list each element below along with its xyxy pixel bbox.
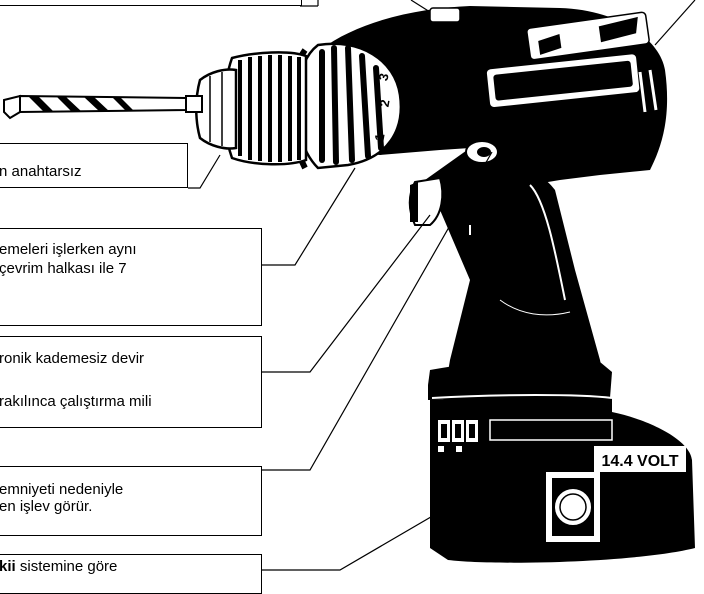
callout-torque-line-1: emeleri işlerken aynı xyxy=(0,240,137,259)
callout-torque: emeleri işlerken aynı çevrim halkası ile… xyxy=(0,228,262,326)
direction-switch xyxy=(430,8,460,22)
bit-shank xyxy=(186,96,202,112)
callout-top-left-fragment xyxy=(0,0,302,6)
callout-safety-line-2: en işlev görür. xyxy=(0,497,92,516)
leader-line-trigger xyxy=(262,215,430,372)
leader-line-chuck xyxy=(188,155,220,188)
callout-torque-line-2: çevrim halkası ile 7 xyxy=(0,259,127,278)
callout-trigger-line-1: ronik kademesiz devir xyxy=(0,349,144,368)
callout-safety: emniyeti nedeniyle en işlev görür. xyxy=(0,466,262,536)
battery-top xyxy=(428,360,612,400)
callout-trigger-line-2: rakılınca çalıştırma mili xyxy=(0,392,152,411)
callout-chuck: n anahtarsız xyxy=(0,143,188,188)
leader-line-torque xyxy=(262,168,355,265)
chuck-grip-ridges xyxy=(240,55,299,162)
battery-voltage-label: 14.4 VOLT xyxy=(601,453,678,470)
callout-battery-line-1: kii sistemine göre xyxy=(0,557,117,576)
callout-battery-rest: sistemine göre xyxy=(16,558,118,575)
leader-line-top-right xyxy=(655,0,695,45)
callout-chuck-line-1: n anahtarsız xyxy=(0,162,82,181)
bit-tip xyxy=(4,96,20,118)
callout-battery: kii sistemine göre xyxy=(0,554,262,594)
callout-trigger: ronik kademesiz devir rakılınca çalıştır… xyxy=(0,336,262,428)
callout-battery-bold: kii xyxy=(0,558,16,575)
